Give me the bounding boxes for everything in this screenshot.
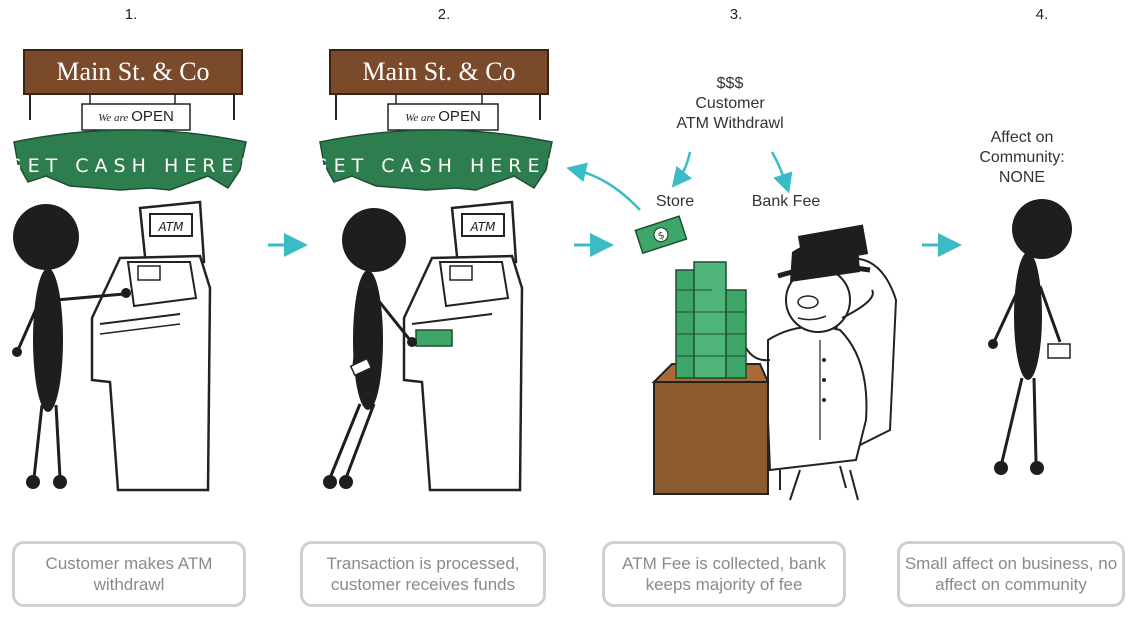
dollar-bill-icon: $ bbox=[634, 215, 688, 255]
step-caption-3: ATM Fee is collected, bank keeps majorit… bbox=[602, 541, 846, 607]
atm-machine-2: ATM bbox=[402, 200, 524, 492]
community-effect-line-1: Affect on bbox=[990, 129, 1054, 146]
money-stacks bbox=[675, 261, 747, 379]
atm-machine-1: ATM bbox=[90, 200, 212, 492]
store-return-arrow bbox=[566, 162, 641, 211]
open-prefix-1: We are bbox=[98, 112, 129, 124]
cash-bill-icon bbox=[415, 329, 453, 347]
storefront-sign-1: GET CASH HERE! bbox=[7, 49, 253, 191]
open-word-2: OPEN bbox=[438, 108, 481, 125]
atm-label-1: ATM bbox=[157, 220, 184, 234]
step-number-3: 3. bbox=[729, 6, 743, 23]
step-number-4: 4. bbox=[1035, 6, 1049, 23]
card-icon bbox=[1047, 343, 1071, 359]
step-caption-4: Small affect on business, no affect on c… bbox=[897, 541, 1125, 607]
storefront-sign-2: GET CASH HERE! bbox=[313, 49, 559, 191]
store-split-arrow bbox=[671, 151, 693, 188]
customer-figure-2 bbox=[323, 208, 417, 489]
customer-figure-4 bbox=[988, 199, 1072, 475]
banner-text-2: GET CASH HERE! bbox=[313, 155, 559, 177]
open-word-1: OPEN bbox=[131, 108, 174, 125]
banker-desk bbox=[651, 363, 770, 495]
withdrawal-header-line-3: ATM Withdrawl bbox=[676, 115, 784, 132]
community-effect-line-2: Community: bbox=[979, 149, 1065, 166]
store-sign-name-2: Main St. & Co bbox=[362, 57, 516, 86]
step-number-2: 2. bbox=[437, 6, 451, 23]
step-caption-1: Customer makes ATM withdrawl bbox=[12, 541, 246, 607]
customer-figure-1 bbox=[12, 204, 131, 489]
community-effect-text: Affect on Community: NONE bbox=[962, 128, 1082, 188]
withdrawal-header-line-2: Customer bbox=[695, 95, 765, 112]
bank-split-arrow bbox=[770, 151, 793, 194]
step-number-1: 1. bbox=[124, 6, 138, 23]
community-effect-line-3: NONE bbox=[998, 169, 1046, 186]
banner-text-1: GET CASH HERE! bbox=[7, 155, 253, 177]
withdrawal-header: $$$ Customer ATM Withdrawl bbox=[650, 74, 810, 134]
store-sign-name-1: Main St. & Co bbox=[56, 57, 210, 86]
bank-fee-label: Bank Fee bbox=[751, 193, 821, 210]
atm-label-2: ATM bbox=[469, 220, 496, 234]
open-prefix-2: We are bbox=[405, 112, 436, 124]
withdrawal-header-line-1: $$$ bbox=[716, 75, 744, 92]
svg-text:$: $ bbox=[657, 230, 666, 242]
step-caption-2: Transaction is processed, customer recei… bbox=[300, 541, 546, 607]
banker-figure bbox=[743, 224, 874, 490]
receipt-icon bbox=[349, 357, 373, 377]
store-label: Store bbox=[655, 193, 695, 210]
